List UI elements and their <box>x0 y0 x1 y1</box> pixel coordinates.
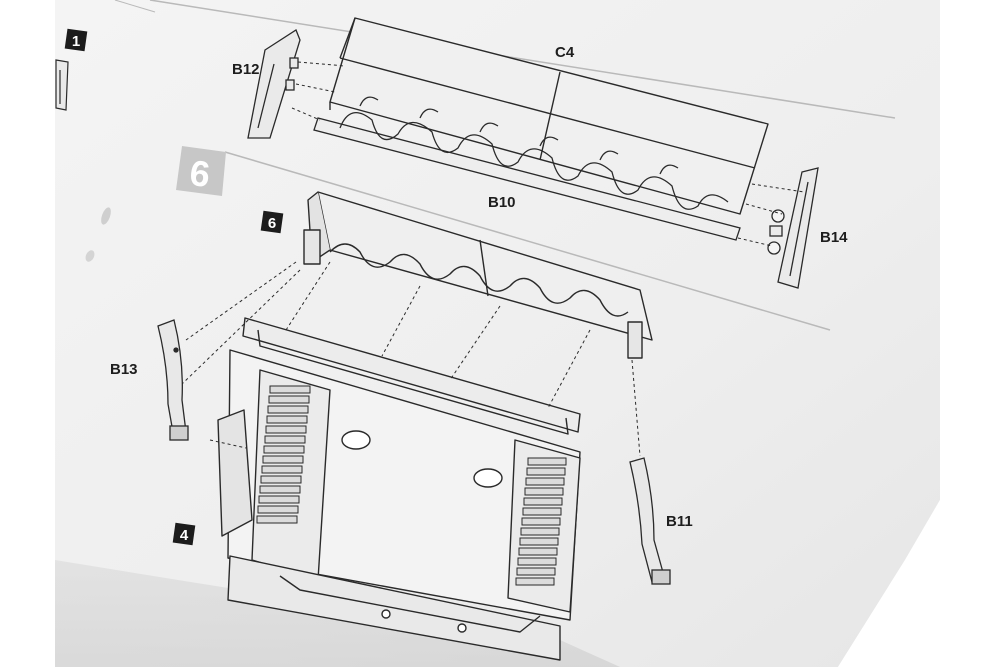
label-b10: B10 <box>488 194 516 211</box>
label-b12: B12 <box>232 61 260 78</box>
divider-line-top <box>149 0 896 119</box>
ladder-slats-right <box>515 457 567 586</box>
guide-lines-b14 <box>737 183 805 247</box>
ladder-slats-left <box>256 385 311 524</box>
divider-line-corner <box>114 0 156 13</box>
b12-end-plate <box>247 29 301 139</box>
b14-end-plate <box>767 167 819 289</box>
smudge <box>101 207 111 225</box>
badge-bottom: 4 <box>172 522 196 546</box>
divider-line-middle <box>224 151 831 331</box>
step-number: 6 <box>188 152 212 195</box>
guide-lines-b12 <box>291 61 346 121</box>
b11-arm <box>629 457 671 585</box>
chute-trough <box>303 191 653 359</box>
label-b11: B11 <box>666 513 693 530</box>
smudge <box>85 250 95 262</box>
label-b14: B14 <box>820 229 848 246</box>
label-b13: B13 <box>110 361 138 378</box>
badge-top-left-text: 1 <box>72 33 80 50</box>
guide-lines-chute <box>181 261 641 457</box>
b13-arm <box>157 319 189 441</box>
badge-bottom-text: 4 <box>180 527 189 544</box>
badge-middle-text: 6 <box>268 215 276 232</box>
auger-screw-top <box>313 96 741 241</box>
page-edge <box>838 500 940 667</box>
badge-middle: 6 <box>260 210 284 234</box>
label-c4: C4 <box>555 44 575 61</box>
c4-cover <box>329 17 769 215</box>
step-number-box: 6 <box>176 146 226 196</box>
partial-part-left <box>55 59 69 111</box>
badge-top-left: 1 <box>64 28 88 52</box>
